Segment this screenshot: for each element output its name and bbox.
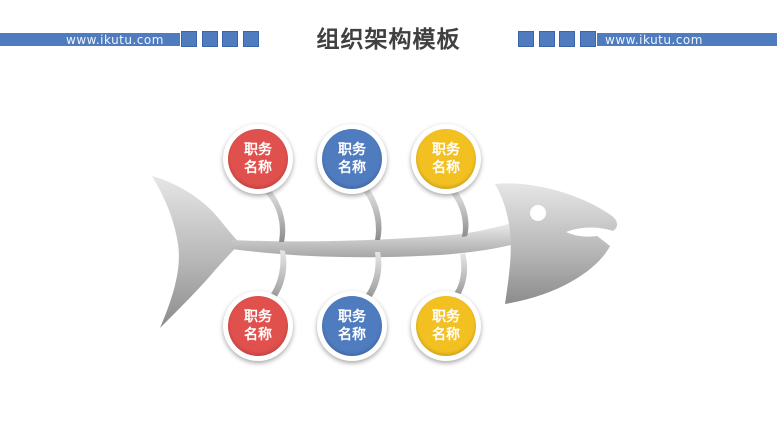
role-name: 名称 [244, 160, 272, 176]
role-name: 名称 [432, 160, 460, 176]
header-bar-right [597, 33, 777, 46]
role-title: 职务 [244, 309, 272, 325]
fish-mouth [566, 227, 616, 237]
role-title: 职务 [244, 142, 272, 158]
header-square [243, 31, 259, 47]
role-node-top-2[interactable]: 职务 名称 [317, 124, 387, 194]
role-node-bottom-3[interactable]: 职务 名称 [411, 291, 481, 361]
header-square [222, 31, 238, 47]
role-node-top-1[interactable]: 职务 名称 [223, 124, 293, 194]
fish-tail [152, 176, 240, 328]
role-name: 名称 [338, 160, 366, 176]
role-title: 职务 [432, 309, 460, 325]
role-node-bottom-2[interactable]: 职务 名称 [317, 291, 387, 361]
role-node-fill: 职务 名称 [228, 296, 288, 356]
role-name: 名称 [244, 327, 272, 343]
header-square [559, 31, 575, 47]
fish-rib [264, 250, 287, 306]
header-bar-left [0, 33, 180, 46]
fish-rib [361, 252, 382, 304]
header-square [539, 31, 555, 47]
role-node-fill: 职务 名称 [228, 129, 288, 189]
role-name: 名称 [338, 327, 366, 343]
header-square [518, 31, 534, 47]
role-name: 名称 [432, 327, 460, 343]
header-square [580, 31, 596, 47]
role-node-fill: 职务 名称 [322, 129, 382, 189]
fish-rib [262, 186, 286, 242]
role-title: 职务 [432, 142, 460, 158]
watermark-right: www.ikutu.com [605, 33, 703, 47]
fish-rib [450, 188, 469, 237]
role-node-top-3[interactable]: 职务 名称 [411, 124, 481, 194]
header-square [202, 31, 218, 47]
role-title: 职务 [338, 142, 366, 158]
fish-spine [232, 222, 515, 258]
fish-rib [362, 186, 382, 240]
role-node-fill: 职务 名称 [416, 296, 476, 356]
role-title: 职务 [338, 309, 366, 325]
role-node-fill: 职务 名称 [322, 296, 382, 356]
role-node-bottom-1[interactable]: 职务 名称 [223, 291, 293, 361]
watermark-left: www.ikutu.com [66, 33, 164, 47]
role-node-fill: 职务 名称 [416, 129, 476, 189]
fish-head [495, 183, 618, 304]
fish-eye-icon [530, 205, 546, 221]
page-title: 组织架构模板 [316, 27, 461, 53]
header-square [181, 31, 197, 47]
fish-rib [450, 253, 468, 302]
